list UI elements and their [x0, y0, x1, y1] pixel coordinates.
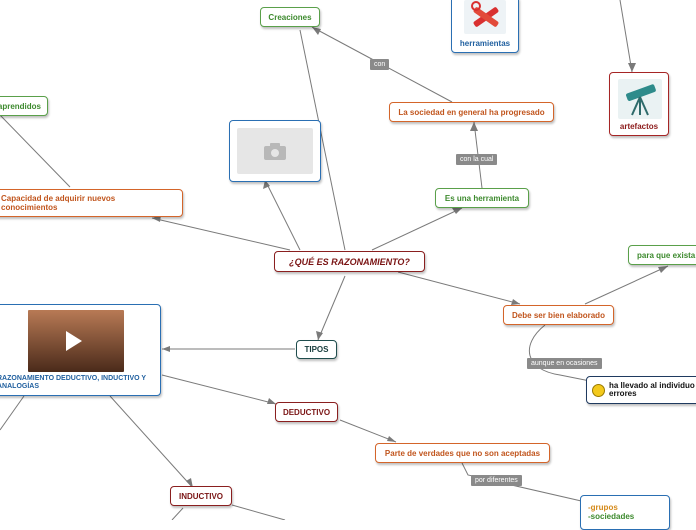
- video-title: RAZONAMIENTO DEDUCTIVO, INDUCTIVO Y ANAL…: [0, 375, 146, 390]
- camera-placeholder-icon: [237, 128, 313, 174]
- play-icon[interactable]: [65, 331, 82, 351]
- node-artefactos-label: artefactos: [619, 122, 659, 131]
- edge-label-con: con: [370, 59, 390, 70]
- edge-label-por-diferentes: por diferentes: [471, 475, 522, 486]
- edge-label-con-la-cual: con la cual: [456, 154, 498, 165]
- sociedades-label: -sociedades: [588, 512, 635, 521]
- node-creaciones[interactable]: Creaciones: [260, 7, 320, 27]
- node-herramientas-label: herramientas: [459, 39, 511, 48]
- node-image-placeholder[interactable]: [229, 120, 321, 182]
- node-sociedad[interactable]: La sociedad en general ha progresado: [389, 102, 554, 122]
- edge-label-aunque: aunque en ocasiones: [527, 358, 602, 369]
- node-grupos[interactable]: -grupos -sociedades: [580, 495, 670, 530]
- node-parte-verdades[interactable]: Parte de verdades que no son aceptadas: [375, 443, 550, 463]
- node-inductivo[interactable]: INDUCTIVO: [170, 486, 232, 506]
- node-bien-elaborado[interactable]: Debe ser bien elaborado: [503, 305, 614, 325]
- node-herramientas[interactable]: herramientas: [451, 0, 519, 53]
- node-video[interactable]: RAZONAMIENTO DEDUCTIVO, INDUCTIVO Y ANAL…: [0, 304, 161, 396]
- node-deductivo[interactable]: DEDUCTIVO: [275, 402, 338, 422]
- node-artefactos[interactable]: artefactos: [609, 72, 669, 136]
- node-es-herramienta[interactable]: Es una herramienta: [435, 188, 529, 208]
- node-tipos[interactable]: TIPOS: [296, 340, 337, 359]
- wrench-pencil-icon: [464, 0, 506, 34]
- node-root[interactable]: ¿QUÉ ES RAZONAMIENTO?: [274, 251, 425, 272]
- smiley-icon: [592, 383, 605, 397]
- node-para-que[interactable]: para que exista: [628, 245, 696, 265]
- grupos-label: -grupos: [588, 503, 618, 512]
- video-thumbnail[interactable]: [27, 310, 124, 372]
- node-errores-label: ha llevado al individuo a errores: [609, 381, 696, 398]
- node-errores[interactable]: ha llevado al individuo a errores: [586, 376, 696, 404]
- telescope-icon: [618, 79, 662, 119]
- node-aprendidos[interactable]: aprendidos: [0, 96, 48, 116]
- node-capacidad[interactable]: Capacidad de adquirir nuevos conocimient…: [0, 189, 183, 217]
